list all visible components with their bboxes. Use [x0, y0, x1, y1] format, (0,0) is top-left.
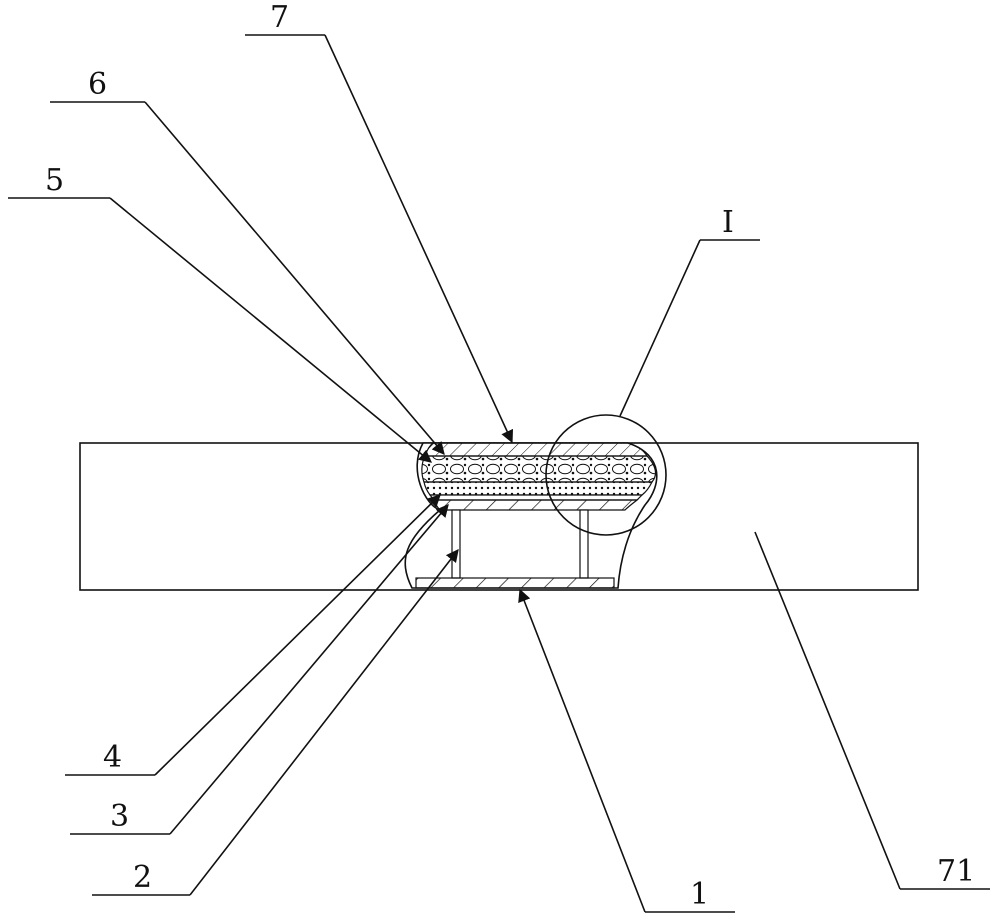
leader-line-4 — [154, 494, 441, 776]
leader-line-I — [619, 239, 701, 417]
label-3: 3 — [110, 799, 129, 834]
detail-circle-I — [545, 414, 667, 536]
support-post-right — [579, 509, 589, 579]
label-71: 71 — [937, 854, 975, 889]
leader-line-2 — [189, 548, 459, 896]
support-post-left — [451, 509, 461, 579]
bottom-plate — [415, 577, 615, 589]
label-7: 7 — [270, 0, 289, 35]
layer-7-top-cover — [424, 442, 649, 457]
leader-line-6 — [144, 101, 445, 455]
label-5: 5 — [45, 163, 64, 198]
layer-4-thin — [428, 494, 644, 501]
label-6: 6 — [88, 67, 107, 102]
leader-line-5 — [109, 197, 432, 463]
leader-line-3 — [169, 504, 449, 835]
label-1: 1 — [690, 877, 709, 912]
label-2: 2 — [133, 860, 152, 895]
layer-6-aggregate — [421, 455, 657, 483]
label-I: I — [722, 205, 734, 240]
leader-line-1 — [518, 588, 646, 913]
leader-line-71 — [754, 531, 901, 890]
label-4: 4 — [103, 740, 122, 775]
layer-3-slab — [433, 499, 639, 511]
layer-5-fine-fill — [423, 481, 653, 496]
leader-line-7 — [324, 34, 514, 444]
